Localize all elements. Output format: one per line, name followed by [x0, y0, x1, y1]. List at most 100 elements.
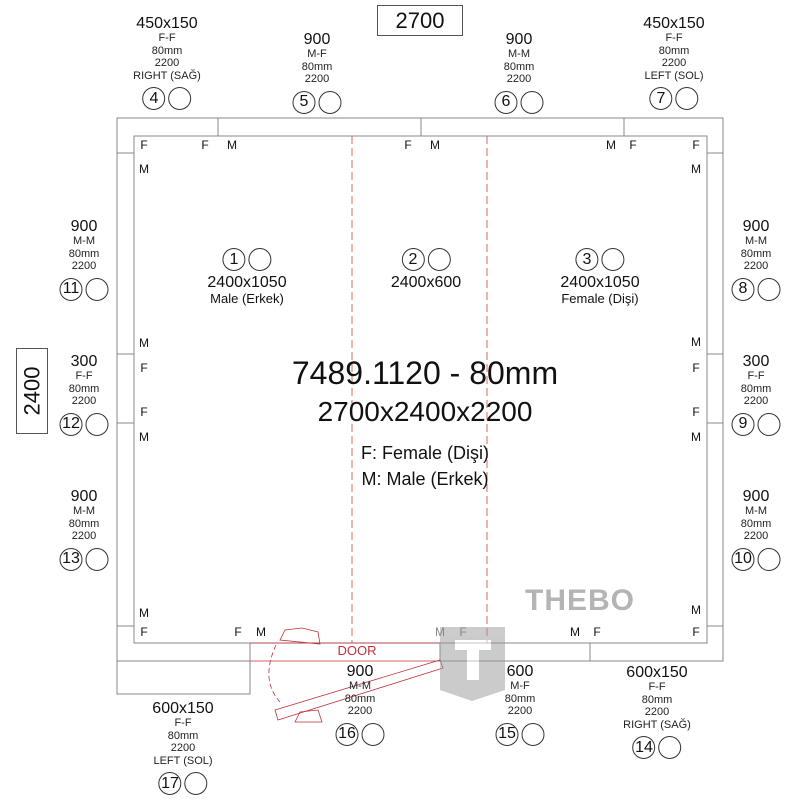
panel-thickness: 80mm — [301, 60, 333, 73]
room-gender: Female (Dişi) — [561, 291, 639, 306]
room-label-2: 2 2400x600 — [391, 248, 461, 291]
panel-thickness: 80mm — [641, 693, 673, 706]
connector-mark: M — [139, 606, 149, 620]
panel-number-circles: 5 — [292, 90, 342, 114]
panel-size: 900 — [742, 488, 770, 505]
panel-type: F-F — [158, 32, 176, 44]
panel-type: F-F — [174, 717, 192, 729]
connector-mark: M — [691, 603, 701, 617]
connector-mark: M — [227, 138, 237, 152]
panel-height: 2200 — [743, 260, 769, 273]
panel-number: 8 — [731, 277, 755, 301]
panel-check-circle — [520, 90, 544, 114]
panel-number: 5 — [292, 90, 316, 114]
connector-mark: M — [570, 625, 580, 639]
room-number: 1 — [222, 248, 246, 271]
panel-thickness: 80mm — [68, 517, 100, 530]
panel-check-circle — [757, 277, 781, 301]
panel-height: 2200 — [507, 705, 533, 718]
panel-number-circles: 7 — [649, 87, 699, 111]
panel-number: 16 — [335, 722, 359, 746]
panel-type: F-F — [75, 370, 93, 382]
connector-mark: F — [692, 138, 700, 152]
width-dimension: 2700 — [377, 5, 463, 36]
panel-number-circles: 8 — [731, 277, 781, 301]
panel-number: 14 — [632, 736, 656, 760]
panel-height: 2200 — [506, 73, 532, 86]
panel-type: F-F — [747, 370, 765, 382]
connector-mark: M — [139, 336, 149, 350]
panel-height: 2200 — [661, 57, 687, 70]
panel-number: 17 — [158, 772, 182, 796]
panel-thickness: 80mm — [658, 44, 690, 57]
panel-size: 300 — [70, 353, 98, 370]
panel-number: 4 — [142, 87, 166, 111]
panel-number-circles: 16 — [335, 722, 385, 746]
panel-height: 2200 — [170, 742, 196, 755]
room-number: 3 — [575, 248, 599, 271]
panel-size: 450x150 — [136, 15, 198, 32]
connector-mark: F — [404, 138, 412, 152]
panel-check-circle — [85, 547, 109, 571]
panel-type: F-F — [665, 32, 683, 44]
connector-mark: F — [140, 138, 148, 152]
connector-mark: F — [201, 138, 209, 152]
panel-number-circles: 9 — [731, 412, 781, 436]
connector-mark: F — [692, 625, 700, 639]
room-size: 2400x600 — [390, 274, 462, 291]
room-number: 2 — [401, 248, 425, 271]
panel-thickness: 80mm — [740, 517, 772, 530]
panel-number-circles: 6 — [494, 90, 544, 114]
panel-size: 300 — [742, 353, 770, 370]
room-number-circles: 1 — [222, 248, 272, 271]
connector-mark: F — [459, 625, 467, 639]
connector-mark: F — [140, 361, 148, 375]
depth-value: 2400 — [19, 366, 45, 416]
connector-mark: M — [256, 625, 266, 639]
panel-type: M-M — [73, 505, 95, 517]
connector-mark: F — [140, 625, 148, 639]
connector-mark: F — [692, 361, 700, 375]
panel-type: M-F — [307, 48, 327, 60]
room-gender: Male (Erkek) — [210, 291, 284, 306]
width-value: 2700 — [395, 7, 445, 33]
panel-check-circle — [184, 772, 208, 796]
panel-number-circles: 12 — [59, 412, 109, 436]
panel-side: LEFT (SOL) — [153, 754, 213, 767]
panel-type: M-M — [745, 505, 767, 517]
panel-size: 900 — [303, 31, 331, 48]
panel-number: 6 — [494, 90, 518, 114]
panel-check-circle — [85, 277, 109, 301]
panel-height: 2200 — [154, 57, 180, 70]
room-check-circle — [427, 248, 451, 271]
panel-type: M-M — [73, 235, 95, 247]
connector-mark: F — [234, 625, 242, 639]
panel-type: F-F — [648, 681, 666, 693]
door-label: DOOR — [337, 643, 377, 658]
panel-type: M-M — [349, 680, 371, 692]
connector-mark: M — [606, 138, 616, 152]
panel-height: 2200 — [71, 530, 97, 543]
panel-side: LEFT (SOL) — [644, 69, 704, 82]
connector-mark: F — [692, 405, 700, 419]
panel-thickness: 80mm — [68, 247, 100, 260]
panel-17-outline — [116, 643, 251, 695]
connector-mark: F — [140, 405, 148, 419]
panel-type: M-M — [508, 48, 530, 60]
panel-side: RIGHT (SAĞ) — [133, 69, 201, 82]
panel-size: 450x150 — [643, 15, 705, 32]
panel-size: 900 — [70, 218, 98, 235]
panel-number-circles: 10 — [731, 547, 781, 571]
panel-height: 2200 — [304, 73, 330, 86]
connector-mark: M — [435, 625, 445, 639]
panel-size: 600 — [506, 663, 534, 680]
